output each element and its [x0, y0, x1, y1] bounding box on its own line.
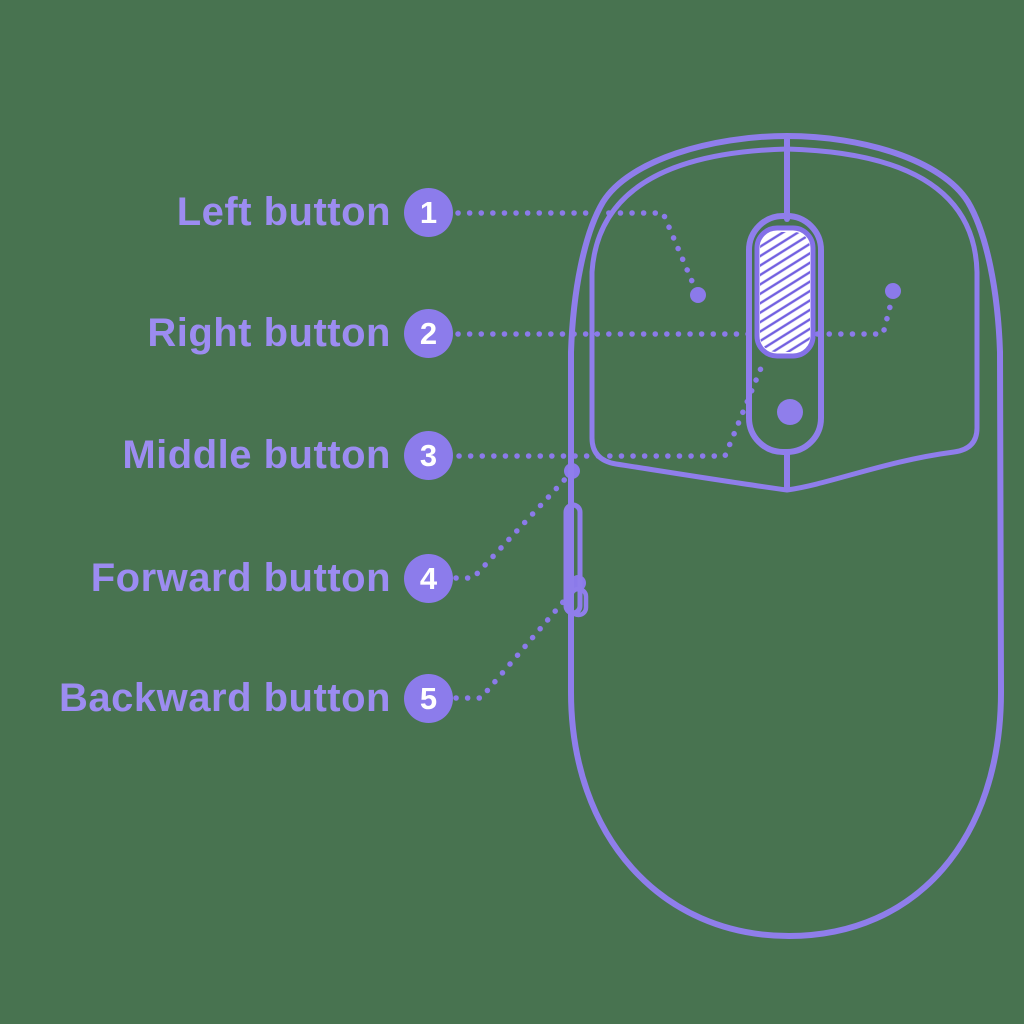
leader-lines [453, 210, 895, 701]
callout-label: Middle button [122, 432, 391, 477]
leader-line-forward-button [453, 473, 571, 581]
leader-line-left-button [455, 210, 700, 296]
callout-badge-5: 5 [404, 673, 453, 723]
callout-badge-4: 4 [404, 553, 453, 603]
callout-label: Backward button [59, 675, 391, 720]
side-button-backward [568, 586, 589, 618]
leader-line-right-button [455, 296, 895, 337]
mouse-button-plate [589, 146, 980, 493]
callout-label: Right button [147, 310, 391, 355]
leader-line-middle-button [456, 365, 764, 459]
leader-dot-right-button [885, 283, 901, 299]
callout-badge-2: 2 [404, 308, 453, 358]
leader-dot-left-button [690, 287, 706, 303]
callout-badge-3: 3 [404, 430, 453, 480]
dpi-button [777, 399, 803, 425]
callout-label: Left button [176, 189, 391, 234]
leader-line-backward-button [453, 585, 578, 701]
callout-left-button: Left button 1 [0, 184, 453, 240]
callout-badge-1: 1 [404, 187, 453, 237]
leader-endpoint-dots [564, 283, 901, 591]
mouse-body-outline [568, 133, 1004, 939]
callout-label: Forward button [90, 555, 391, 600]
callout-forward-button: Forward button 4 [0, 550, 453, 606]
scroll-wheel-housing [746, 213, 824, 455]
scroll-wheel-hatching [760, 232, 810, 352]
callout-middle-button: Middle button 3 [0, 427, 453, 483]
callout-right-button: Right button 2 [0, 305, 453, 361]
callout-backward-button: Backward button 5 [0, 670, 453, 726]
